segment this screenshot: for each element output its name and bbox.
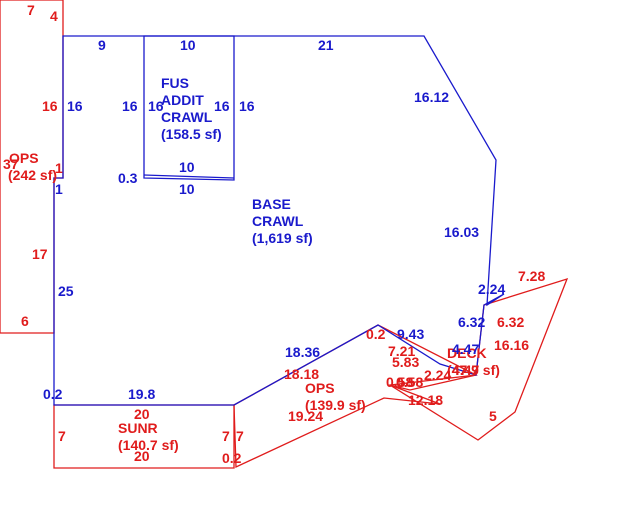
ops-bottom-dim-small-a: 0.58: [386, 374, 413, 390]
base-dim-diag-upper: 16.12: [414, 89, 449, 105]
base-dim-left-upper: 16: [67, 98, 83, 114]
deck-dim-right-side: 6.32: [497, 314, 524, 330]
ops-bottom-dim-small-c: 2.24: [424, 367, 451, 383]
sunr-size: (140.7 sf): [118, 437, 179, 453]
deck-size: (47.9 sf): [447, 362, 500, 378]
ops-bottom-dim-diag-lower: 19.24: [288, 408, 323, 424]
base-dim-corner-small: 0.2: [43, 386, 63, 402]
base-crawl-name-2: CRAWL: [252, 213, 304, 229]
ops-bottom-dim-small-b: 0.58: [396, 374, 423, 390]
base-dim-step-small: 0.2: [366, 326, 386, 342]
base-dim-left-lower: 25: [58, 283, 74, 299]
ops-left-dim-top-a: 7: [27, 2, 35, 18]
fus-name-3: CRAWL: [161, 109, 213, 125]
fus-dim-offset: 0.3: [118, 170, 138, 186]
base-dim-right-side: 16.03: [444, 224, 479, 240]
base-dim-step-top: 9.43: [397, 326, 424, 342]
ops-bottom-dim-diag-upper: 18.18: [284, 366, 319, 382]
sunr-dim-left: 7: [58, 428, 66, 444]
base-dim-left-small: 1: [55, 181, 63, 197]
fus-size: (158.5 sf): [161, 126, 222, 142]
fus-dim-right-outside: 16: [239, 98, 255, 114]
base-dim-notch: 6.32: [458, 314, 485, 330]
base-dim-diag-lower: 4.47: [452, 341, 479, 357]
base-dim-top-right: 21: [318, 37, 334, 53]
ops-bottom-dim-bottom-diag: 12.18: [408, 392, 443, 408]
sunr-name: SUNR: [118, 420, 158, 436]
ops-left-dim-right-upper: 16: [42, 98, 58, 114]
base-dim-right-short: 2.24: [478, 281, 505, 297]
ops-left-dim-right-lower: 17: [32, 246, 48, 262]
fus-name-2: ADDIT: [161, 92, 204, 108]
deck-dim-top: 7.28: [518, 268, 545, 284]
sunr-dim-corner: 0.2: [222, 450, 242, 466]
ops-left-dim-top-b: 4: [50, 8, 58, 24]
fus-addit-outline: [143, 35, 235, 181]
deck-dim-notch: 16.16: [494, 337, 529, 353]
fus-dim-right-inside: 16: [214, 98, 230, 114]
fus-name: FUS: [161, 75, 189, 91]
ops-left-dim-left: 37: [3, 156, 19, 172]
fus-dim-bottom-outer: 10: [179, 181, 195, 197]
ops-left-dim-bottom: 6: [21, 313, 29, 329]
base-crawl-name: BASE: [252, 196, 291, 212]
ops-left-name: OPS: [9, 150, 39, 166]
deck-dim-bottom: 5: [489, 408, 497, 424]
sunr-dim-right-b: 7: [236, 428, 244, 444]
base-dim-top-left: 9: [98, 37, 106, 53]
base-crawl-outline: [53, 35, 505, 406]
sunr-dim-top: 20: [134, 406, 150, 422]
deck-name: DECK: [447, 345, 487, 361]
fus-dim-top: 10: [180, 37, 196, 53]
fus-offset-line: [143, 174, 235, 179]
ops-bottom-size: (139.9 sf): [305, 397, 366, 413]
deck-dim-diag: 4.47: [452, 362, 479, 378]
ops-left-size: (242 sf): [8, 167, 57, 183]
fus-dim-bottom-inner: 10: [179, 159, 195, 175]
base-crawl-size: (1,619 sf): [252, 230, 313, 246]
ops-bottom-name: OPS: [305, 380, 335, 396]
ops-bottom-dim-step-a: 7.21: [388, 343, 415, 359]
fus-dim-left-outside: 16: [122, 98, 138, 114]
ops-left-dim-right-small: 1: [55, 160, 63, 176]
base-dim-bottom: 19.8: [128, 386, 155, 402]
fus-dim-left-inside: 16: [148, 98, 164, 114]
sunr-dim-right-a: 7: [222, 428, 230, 444]
ops-bottom-dim-step-b: 5.83: [392, 354, 419, 370]
sunr-dim-bottom: 20: [134, 448, 150, 464]
base-dim-diag-long: 18.36: [285, 344, 320, 360]
